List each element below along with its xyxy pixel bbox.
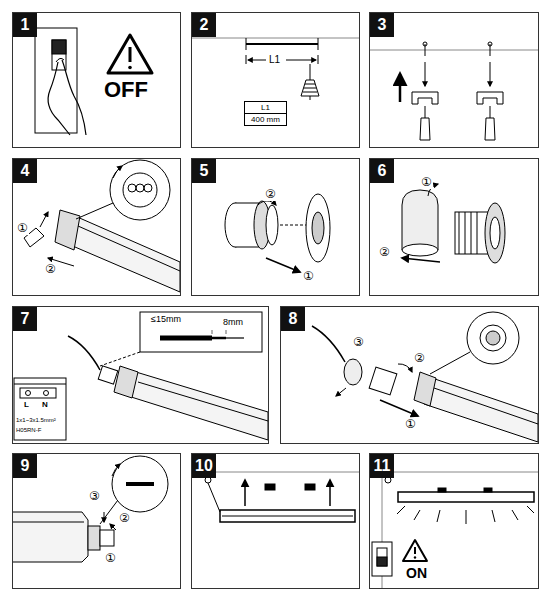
gland-figure bbox=[225, 194, 330, 272]
step-number: 7 bbox=[13, 307, 37, 331]
step-panel: 11 bbox=[369, 453, 539, 589]
step-number: 9 bbox=[13, 454, 37, 478]
switch-figure bbox=[35, 28, 152, 135]
callout-number: ① bbox=[104, 552, 117, 565]
step-panel: 9 bbox=[12, 453, 181, 589]
step-number: 8 bbox=[281, 307, 305, 331]
wiring-figure bbox=[14, 312, 268, 440]
step-number: 2 bbox=[192, 13, 216, 37]
callout-number: ② bbox=[378, 246, 391, 259]
callout-number: ① bbox=[420, 176, 433, 189]
mount-figure bbox=[191, 472, 359, 522]
spacing-figure bbox=[191, 38, 359, 100]
step-number: 11 bbox=[370, 454, 394, 478]
annotation-label: N bbox=[41, 401, 49, 410]
callout-number: ① bbox=[404, 418, 417, 431]
callout-number: ③ bbox=[352, 336, 365, 349]
step-number: 3 bbox=[370, 13, 394, 37]
step-number: 5 bbox=[192, 159, 216, 183]
power-on-figure bbox=[369, 472, 538, 588]
annotation-label: H05RN-F bbox=[15, 427, 42, 434]
table-cell: 400 mm bbox=[245, 114, 286, 125]
callout-number: ③ bbox=[88, 490, 101, 503]
step-panel: 4 bbox=[12, 158, 181, 296]
annotation-label: L bbox=[23, 401, 30, 410]
annotation-label: L1 bbox=[268, 54, 281, 65]
step-panel: 3 bbox=[369, 12, 539, 148]
callout-number: ② bbox=[413, 352, 426, 365]
annotation-label: OFF bbox=[103, 78, 149, 102]
annotation-label: 1x1~3x1.5mm² bbox=[15, 417, 57, 424]
step-panel: 6 bbox=[369, 158, 539, 296]
step-panel: 1 bbox=[12, 12, 181, 148]
callout-number: ② bbox=[264, 188, 277, 201]
step-panel: 5 bbox=[191, 158, 360, 296]
step-number: 1 bbox=[13, 13, 37, 37]
callout-number: ① bbox=[302, 270, 315, 283]
annotation-label: ON bbox=[405, 566, 428, 581]
clip-figure bbox=[369, 42, 538, 140]
annotation-label: 8mm bbox=[222, 318, 244, 328]
step-panel: 2L1400 mm bbox=[191, 12, 360, 148]
gland-refit-figure bbox=[312, 312, 538, 442]
annotation-label: ≤15mm bbox=[150, 315, 182, 325]
step-number: 4 bbox=[13, 159, 37, 183]
cap-figure bbox=[402, 184, 505, 263]
step-panel: 10 bbox=[191, 453, 360, 589]
callout-number: ② bbox=[118, 512, 131, 525]
callout-number: ① bbox=[16, 222, 29, 235]
callout-number: ② bbox=[44, 263, 57, 276]
end-cap-figure bbox=[24, 160, 180, 292]
table-cell: L1 bbox=[245, 102, 286, 114]
dimension-table: L1400 mm bbox=[244, 101, 287, 126]
step-number: 10 bbox=[192, 454, 216, 478]
step-number: 6 bbox=[370, 159, 394, 183]
